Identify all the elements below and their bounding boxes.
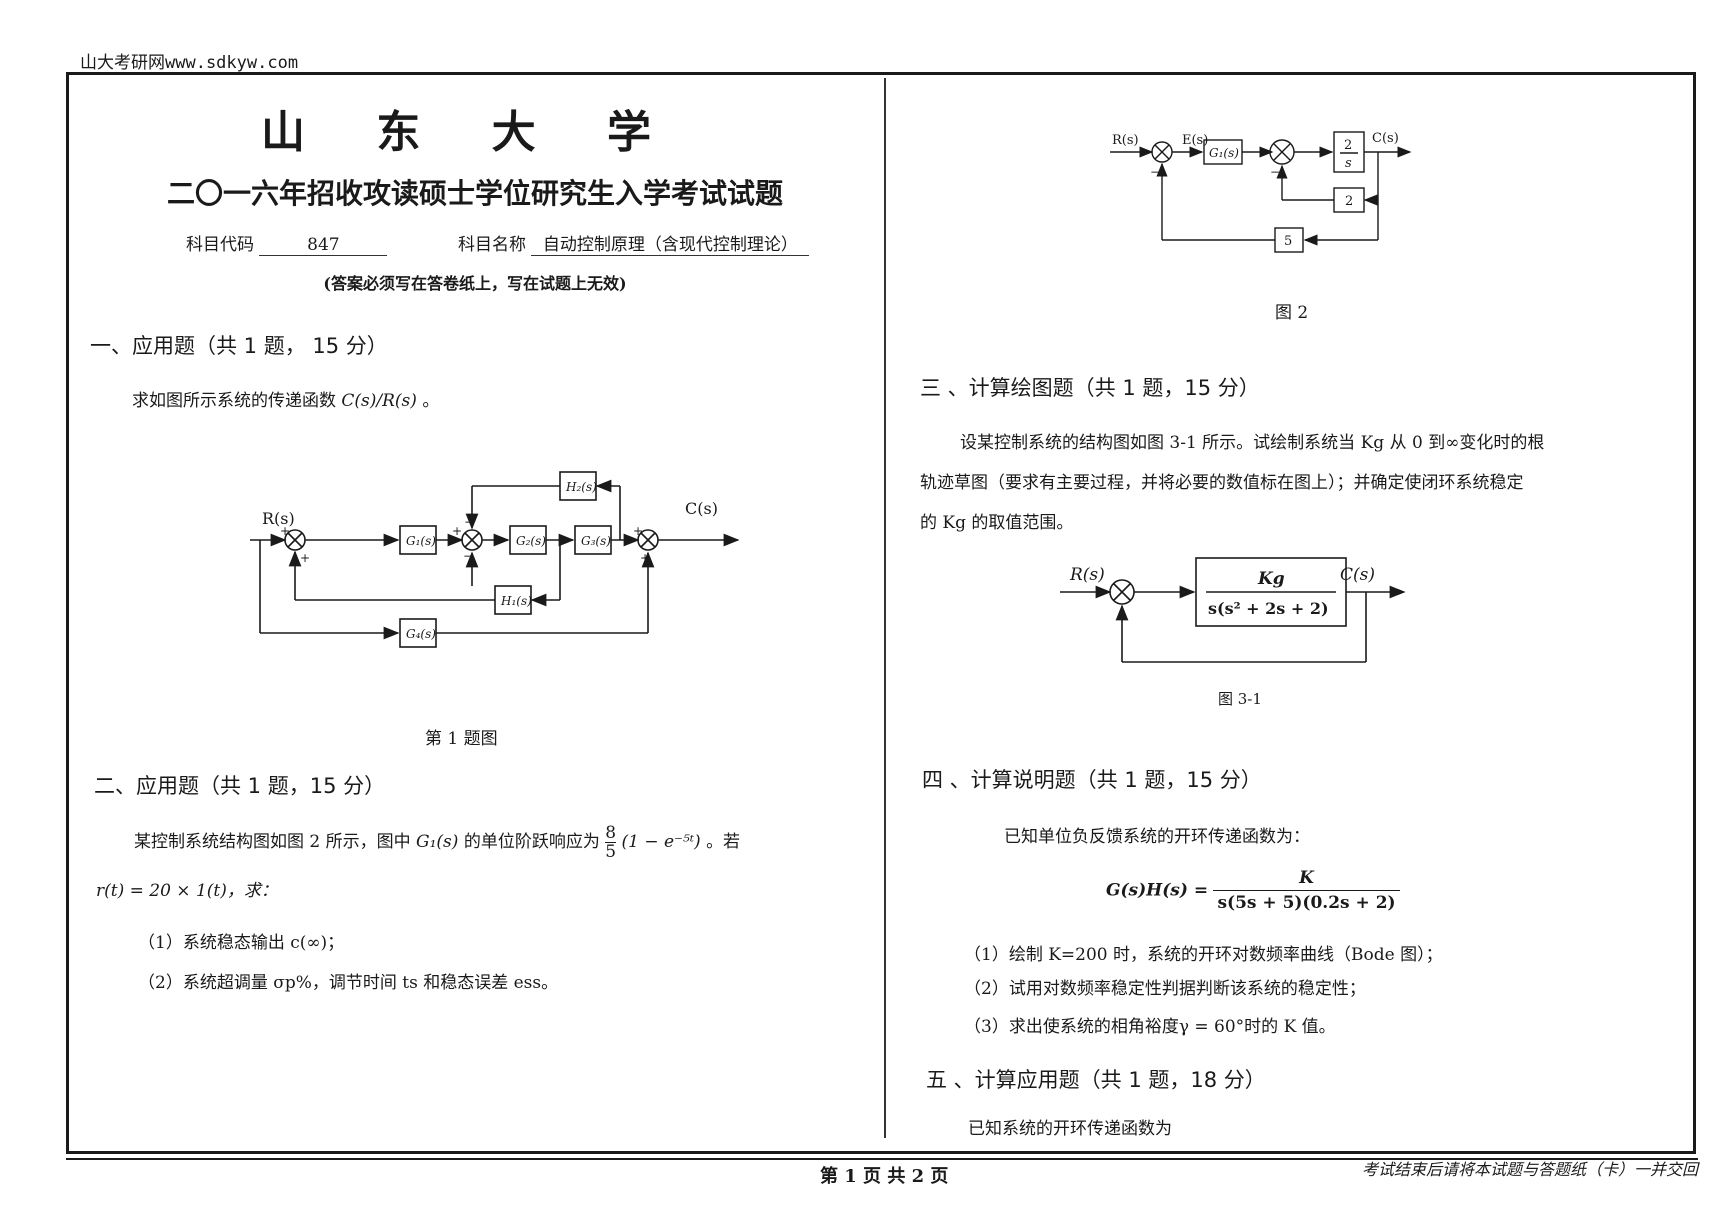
q4-item-1: （1）绘制 K=200 时，系统的开环对数频率曲线（Bode 图）；: [964, 945, 1443, 965]
svg-text:5: 5: [1284, 234, 1292, 249]
q2-fraction: 8 5: [605, 823, 617, 862]
svg-text:s(s² + 2s + 2): s(s² + 2s + 2): [1208, 599, 1329, 618]
q4-intro: 已知单位负反馈系统的开环传递函数为：: [1004, 827, 1310, 847]
svg-text:+: +: [640, 551, 650, 565]
q5-heading: 五 、计算应用题（共 1 题，18 分）: [926, 1068, 1266, 1092]
svg-text:R(s): R(s): [1069, 565, 1105, 585]
q1-block-diagram: R(s) C(s) G₁(s) G₂(s) G₃(s) H₂(s) H₁(s): [250, 471, 740, 648]
code-label: 科目代码: [186, 235, 254, 255]
answer-notice: (答案必须写在答卷纸上，写在试题上无效): [323, 274, 627, 293]
page-number: 第 1 页 共 2 页: [820, 1166, 949, 1187]
name-label: 科目名称: [458, 235, 526, 255]
svg-text:−: −: [463, 549, 473, 563]
svg-text:2: 2: [1345, 194, 1353, 209]
q4-formula: G(s)H(s) = K s(5s + 5)(0.2s + 2): [1106, 866, 1400, 915]
svg-text:Kg: Kg: [1257, 569, 1285, 589]
q1-text-end: 。: [422, 391, 440, 411]
svg-text:G₁(s): G₁(s): [406, 534, 436, 548]
q3-line3: 的 Kg 的取值范围。: [920, 513, 1074, 533]
svg-text:+: +: [280, 524, 290, 538]
q3-line2: 轨迹草图（要求有主要过程，并将必要的数值标在图上）；并确定使闭环系统稳定: [920, 473, 1524, 493]
q3-heading: 三 、计算绘图题（共 1 题，15 分）: [920, 376, 1260, 400]
svg-text:H₁(s): H₁(s): [500, 594, 532, 608]
q1-output-label: C(s): [685, 499, 718, 518]
svg-text:R(s): R(s): [1112, 133, 1139, 148]
svg-text:+: +: [452, 524, 462, 538]
q3-figure-caption: 图 3-1: [1218, 690, 1262, 708]
q1-figure-caption: 第 1 题图: [425, 729, 498, 749]
svg-text:−: −: [1270, 165, 1280, 179]
fig2-block-diagram: R(s) E(s) C(s) G₁(s) 2 s 2 5 − −: [1110, 131, 1412, 253]
q2-item-1: （1）系统稳态输出 c(∞)；: [138, 933, 345, 953]
exam-title: 二〇一六年招收攻读硕士学位研究生入学考试试题: [166, 177, 783, 210]
svg-text:−: −: [464, 515, 474, 529]
q1-heading: 一、应用题（共 1 题， 15 分）: [90, 334, 388, 358]
name-value: 自动控制原理（含现代控制理论）: [531, 230, 810, 256]
column-divider: [884, 78, 886, 1138]
subject-code: 科目代码 847: [186, 230, 388, 256]
svg-text:H₂(s): H₂(s): [565, 480, 597, 494]
page-frame: [66, 72, 1696, 1154]
university-title: 山 东 大 学: [261, 107, 679, 158]
footer-rule: [66, 1158, 1698, 1160]
q1-text-main: 求如图所示系统的传递函数: [132, 391, 336, 411]
svg-text:C(s): C(s): [1340, 565, 1375, 585]
q2-heading: 二、应用题（共 1 题，15 分）: [94, 774, 386, 798]
q3-block-diagram: R(s) C(s) Kg s(s² + 2s + 2): [1060, 557, 1406, 663]
q4-heading: 四 、计算说明题（共 1 题，15 分）: [922, 768, 1262, 792]
subject-name: 科目名称 自动控制原理（含现代控制理论）: [458, 230, 810, 256]
code-value: 847: [259, 235, 388, 256]
q1-expression: C(s)/R(s): [341, 391, 417, 411]
q3-line1: 设某控制系统的结构图如图 3-1 所示。试绘制系统当 Kg 从 0 到∞变化时的…: [960, 433, 1545, 453]
svg-text:+: +: [300, 551, 310, 565]
svg-text:G₁(s): G₁(s): [1209, 146, 1239, 160]
q4-item-3: （3）求出使系统的相角裕度γ = 60°时的 K 值。: [964, 1017, 1336, 1037]
svg-text:2: 2: [1344, 138, 1352, 153]
svg-text:−: −: [1150, 165, 1160, 179]
svg-text:G₄(s): G₄(s): [406, 627, 436, 641]
svg-text:G₃(s): G₃(s): [581, 534, 611, 548]
q2-line1: 某控制系统结构图如图 2 所示，图中 G₁(s) 的单位阶跃响应为 8 5 (1…: [134, 823, 741, 862]
q2-item-2: （2）系统超调量 σp%，调节时间 ts 和稳态误差 ess。: [138, 973, 559, 993]
svg-text:C(s): C(s): [1372, 131, 1399, 146]
return-notice: 考试结束后请将本试题与答题纸（卡）一并交回: [1361, 1160, 1698, 1179]
q1-text: 求如图所示系统的传递函数 C(s)/R(s) 。: [132, 386, 439, 411]
svg-text:E(s): E(s): [1182, 133, 1208, 148]
watermark: 山大考研网www.sdkyw.com: [80, 53, 299, 73]
svg-text:G₂(s): G₂(s): [516, 534, 546, 548]
q1-input-label: R(s): [262, 509, 295, 528]
fig2-caption: 图 2: [1275, 303, 1309, 323]
svg-text:s: s: [1345, 156, 1352, 171]
q5-intro: 已知系统的开环传递函数为: [968, 1119, 1172, 1139]
svg-text:+: +: [633, 524, 643, 538]
q4-item-2: （2）试用对数频率稳定性判据判断该系统的稳定性；: [964, 979, 1366, 999]
q2-line2: r(t) = 20 × 1(t)，求：: [96, 881, 278, 901]
